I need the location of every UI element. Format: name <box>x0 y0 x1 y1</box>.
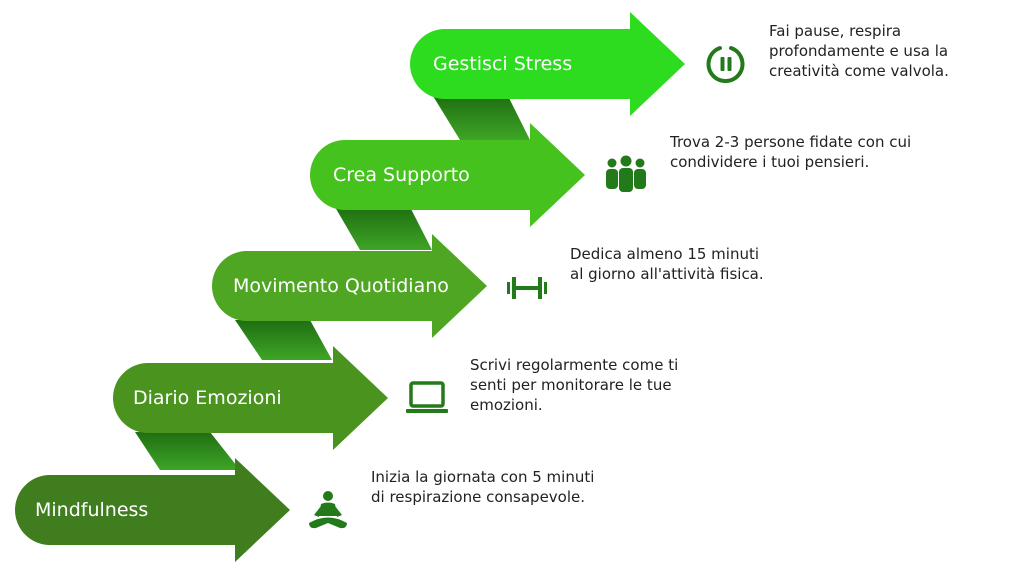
step-arrow-diario-emozioni <box>113 346 388 450</box>
step-label-movimento-quotidiano: Movimento Quotidiano <box>233 275 449 297</box>
step-description-mindfulness: Inizia la giornata con 5 minuti di respi… <box>371 468 595 506</box>
connector-2-3 <box>235 320 332 360</box>
step-description-diario-emozioni: Scrivi regolarmente come ti senti per mo… <box>470 356 679 414</box>
connector-3-4 <box>335 207 432 250</box>
step-description-crea-supporto: Trova 2-3 persone fidate con cui condivi… <box>670 133 912 171</box>
step-label-gestisci-stress: Gestisci Stress <box>433 53 573 75</box>
step-label-crea-supporto: Crea Supporto <box>333 164 470 186</box>
step-arrow-gestisci-stress <box>410 12 685 116</box>
group-icon <box>604 154 648 198</box>
meditation-icon <box>306 488 350 532</box>
step-description-gestisci-stress: Fai pause, respira profondamente e usa l… <box>769 22 949 80</box>
step-arrow-mindfulness <box>15 458 290 562</box>
step-arrow-movimento-quotidiano <box>212 234 487 338</box>
connector-4-5 <box>433 96 530 140</box>
pause-icon <box>704 42 748 86</box>
dumbbell-icon <box>505 266 549 310</box>
step-label-diario-emozioni: Diario Emozioni <box>133 387 282 409</box>
connector-1-2 <box>135 432 240 470</box>
step-arrow-crea-supporto <box>310 123 585 227</box>
step-label-mindfulness: Mindfulness <box>35 499 149 521</box>
step-description-movimento-quotidiano: Dedica almeno 15 minuti al giorno all'at… <box>570 245 764 283</box>
laptop-icon <box>405 376 449 420</box>
